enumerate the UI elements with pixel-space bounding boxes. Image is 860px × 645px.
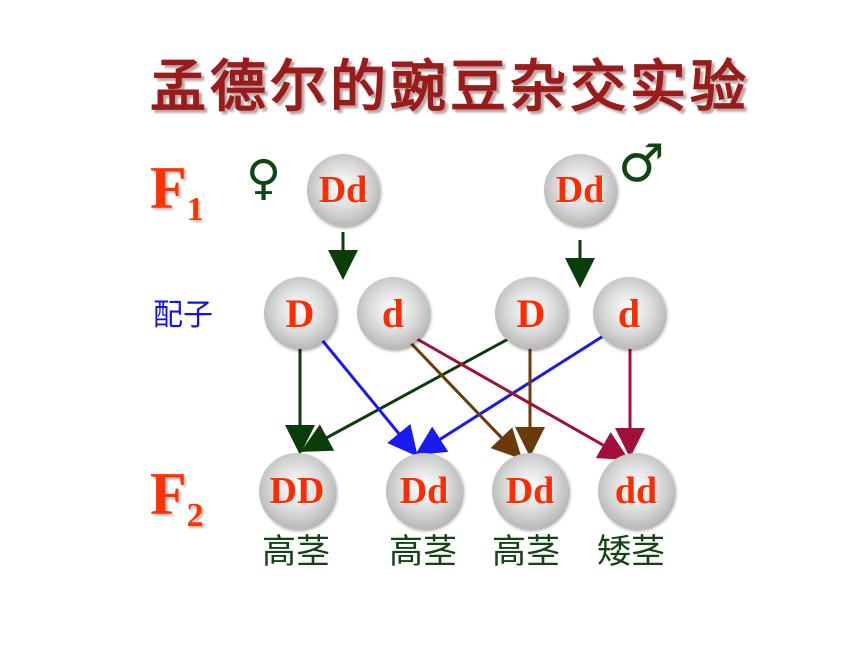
female-icon: ♀ (246, 150, 282, 206)
f2-label-main: F (150, 461, 187, 527)
page-title: 孟德尔的豌豆杂交实验 (150, 55, 750, 120)
phenotype-tall-2: 高茎 (389, 532, 457, 572)
gamete-male-D: D (495, 277, 567, 349)
f2-offspring-dd: dd (598, 453, 674, 529)
arrow-d2-to-Dd (414, 331, 609, 456)
f2-generation-label: F2 (150, 464, 204, 533)
f1-label-main: F (150, 155, 187, 221)
f2-offspring-Dd-1: Dd (386, 453, 462, 529)
phenotype-tall-1: 高茎 (262, 532, 330, 572)
phenotype-tall-3: 高茎 (492, 532, 560, 572)
arrow-D1-to-Dd (320, 339, 418, 457)
f1-label-sub: 1 (186, 191, 204, 228)
arrow-D2-to-DD (300, 336, 511, 452)
gametes-label: 配子 (153, 298, 213, 333)
gamete-female-D: D (264, 277, 336, 349)
f2-label-sub: 2 (186, 497, 204, 534)
f1-generation-label: F1 (150, 158, 204, 227)
gamete-male-d: d (593, 277, 665, 349)
f2-offspring-DD: DD (259, 453, 335, 529)
arrow-d1-to-Dd2 (404, 336, 523, 460)
arrow-d1-to-dd (409, 333, 630, 460)
f1-male-parent: Dd (544, 154, 616, 226)
phenotype-dwarf: 矮茎 (597, 532, 665, 572)
f2-offspring-Dd-2: Dd (492, 453, 568, 529)
gamete-female-d: d (357, 277, 429, 349)
f1-female-parent: Dd (307, 154, 379, 226)
male-icon: ♂ (618, 134, 665, 194)
